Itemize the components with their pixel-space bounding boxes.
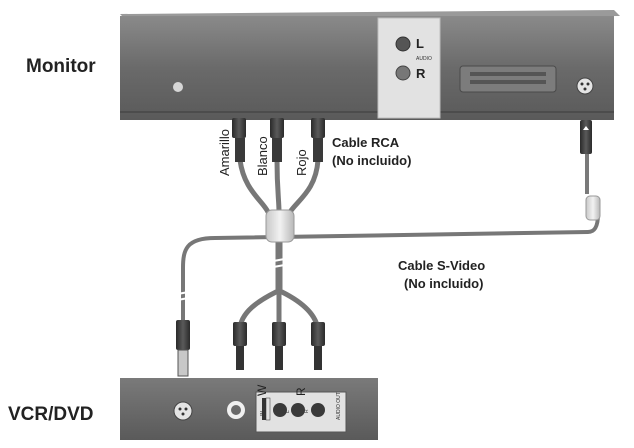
vcr-video-jack-icon [227,401,245,419]
vcr-jack-tag-l: L [285,410,291,413]
cable-rca-note: (No incluido) [332,153,411,168]
vcr-jack-tag-r: R [304,409,310,413]
monitor-audio-panel [377,17,441,119]
audio-text-label: AUDIO [416,56,432,62]
vcr-r-label: R [294,387,308,396]
plug-rojo-top [311,118,325,162]
plug-label-amarillo: Amarillo [217,129,232,176]
vcr-svideo-port-icon [173,401,193,421]
monitor-device: L AUDIO R [120,10,620,120]
svideo-plug-top [580,120,601,221]
plug-amarillo-top [232,118,246,162]
audio-r-label: R [416,66,426,81]
vcr-rca-plugs [233,322,325,370]
plug-blanco-top [270,118,284,162]
monitor-rca-plugs [232,118,325,162]
vcr-jack-tag-in: IN [260,411,266,416]
plug-label-blanco: Blanco [255,136,270,176]
cable-svideo-label: Cable S-Video [398,258,485,273]
cable-break-marks [171,257,291,302]
vcr-dvd-label: VCR/DVD [8,404,94,425]
rca-splitter-sleeve [265,209,295,243]
monitor-label: Monitor [26,56,96,77]
monitor-svideo-port-icon [576,77,594,95]
cable-harness [181,157,600,333]
plug-label-rojo: Rojo [294,149,309,176]
vcr-dvd-device: IN L R AUDIO OUT W R [120,378,378,440]
vcr-audio-out-tag: AUDIO OUT [336,392,342,420]
monitor-audio-l-jack [395,36,411,52]
vcr-w-label: W [255,384,269,396]
scart-connector-icon [459,65,557,93]
audio-l-label: L [416,36,424,51]
monitor-screw-icon [173,82,183,92]
monitor-audio-r-jack [395,65,411,81]
vcr-audio-r-jack [291,403,305,417]
vcr-audio-l-jack [273,403,287,417]
scart-pins [470,72,546,84]
cable-svideo-note: (No incluido) [404,276,483,291]
vcr-audio-r2-jack [311,403,325,417]
cable-rca-label: Cable RCA [332,135,400,150]
svideo-plug-bottom [176,320,190,377]
